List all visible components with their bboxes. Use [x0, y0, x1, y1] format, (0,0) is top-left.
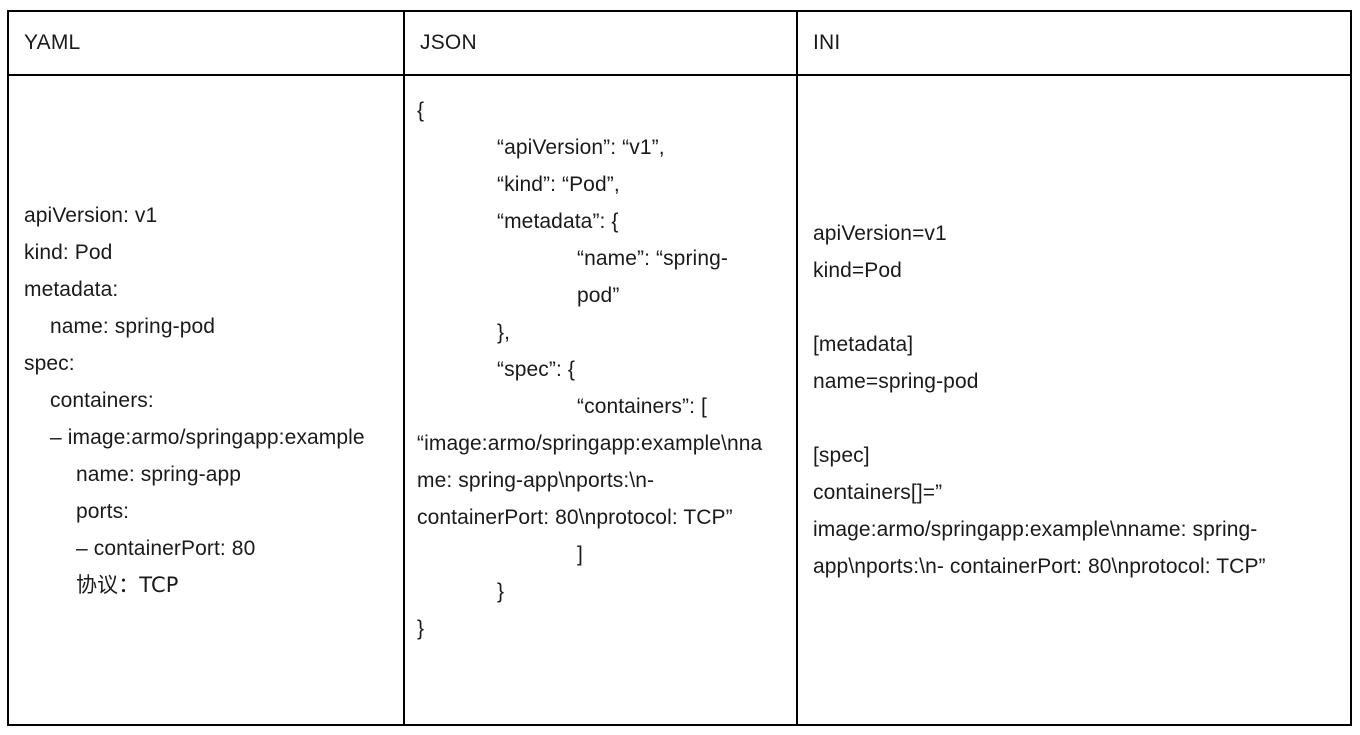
code-line: name: spring-pod — [50, 314, 216, 338]
cell-json: { “apiVersion”: “v1”, “kind”: “Pod”, “metad… — [403, 75, 797, 724]
code-line: “image:armo/springapp:example\nname: spr… — [417, 432, 763, 529]
code-line: kind: Pod — [24, 240, 113, 264]
column-header-yaml: YAML — [9, 12, 404, 76]
code-line: “kind”: “Pod”, — [497, 173, 620, 196]
ini-code-block: apiVersion=v1 kind=Pod [metadata] name=spr… — [798, 215, 1350, 585]
code-line: – containerPort: 80 — [76, 536, 256, 560]
code-line — [813, 400, 1330, 437]
yaml-code-block: apiVersion: v1 kind: Pod metadata: name: sp… — [9, 197, 403, 604]
code-line: “name”: “spring-pod” — [577, 247, 728, 307]
code-line: “spec”: { — [497, 358, 575, 381]
column-header-label-ini: INI — [813, 31, 841, 54]
code-line: kind=Pod — [813, 259, 902, 282]
code-line: apiVersion: v1 — [24, 203, 158, 227]
table-body-row: apiVersion: v1 kind: Pod metadata: name: sp… — [9, 75, 1350, 724]
code-line: “containers”: [ — [577, 395, 707, 418]
code-line: spec: — [24, 351, 75, 375]
code-line: } — [417, 617, 425, 640]
code-line: } — [497, 580, 505, 603]
code-line: – image:armo/springapp:example — [50, 425, 365, 449]
column-header-ini: INI — [796, 12, 1350, 76]
code-line: name=spring-pod — [813, 370, 979, 393]
code-line: name: spring-app — [76, 462, 242, 486]
code-line: image:armo/springapp:example\nname: spri… — [813, 518, 1266, 578]
json-code-block: { “apiVersion”: “v1”, “kind”: “Pod”, “metad… — [405, 76, 796, 647]
column-header-label-json: JSON — [420, 31, 477, 54]
code-line: }, — [497, 321, 511, 344]
column-header-json: JSON — [403, 12, 797, 76]
code-line: ports: — [76, 499, 130, 523]
column-header-label-yaml: YAML — [24, 31, 81, 54]
code-line: “apiVersion”: “v1”, — [497, 136, 665, 159]
table-header-row: YAML JSON INI — [9, 12, 1350, 76]
code-line: apiVersion=v1 — [813, 222, 947, 245]
cell-ini: apiVersion=v1 kind=Pod [metadata] name=spr… — [796, 75, 1350, 724]
code-line: metadata: — [24, 277, 119, 301]
code-line: “metadata”: { — [497, 210, 619, 233]
code-line: containers: — [50, 388, 154, 412]
code-line: containers[]=” — [813, 481, 943, 504]
format-comparison-table: YAML JSON INI apiVersion: v1 kind: Pod met… — [7, 10, 1352, 726]
comparison-table: YAML JSON INI apiVersion: v1 kind: Pod met… — [9, 12, 1350, 724]
code-line: 协议：TCP — [76, 572, 179, 597]
cell-yaml: apiVersion: v1 kind: Pod metadata: name: sp… — [9, 75, 404, 724]
code-line: { — [417, 99, 425, 122]
code-line: [metadata] — [813, 333, 914, 356]
code-line: [spec] — [813, 444, 870, 467]
code-line — [813, 289, 1330, 326]
code-line: ] — [577, 543, 583, 566]
